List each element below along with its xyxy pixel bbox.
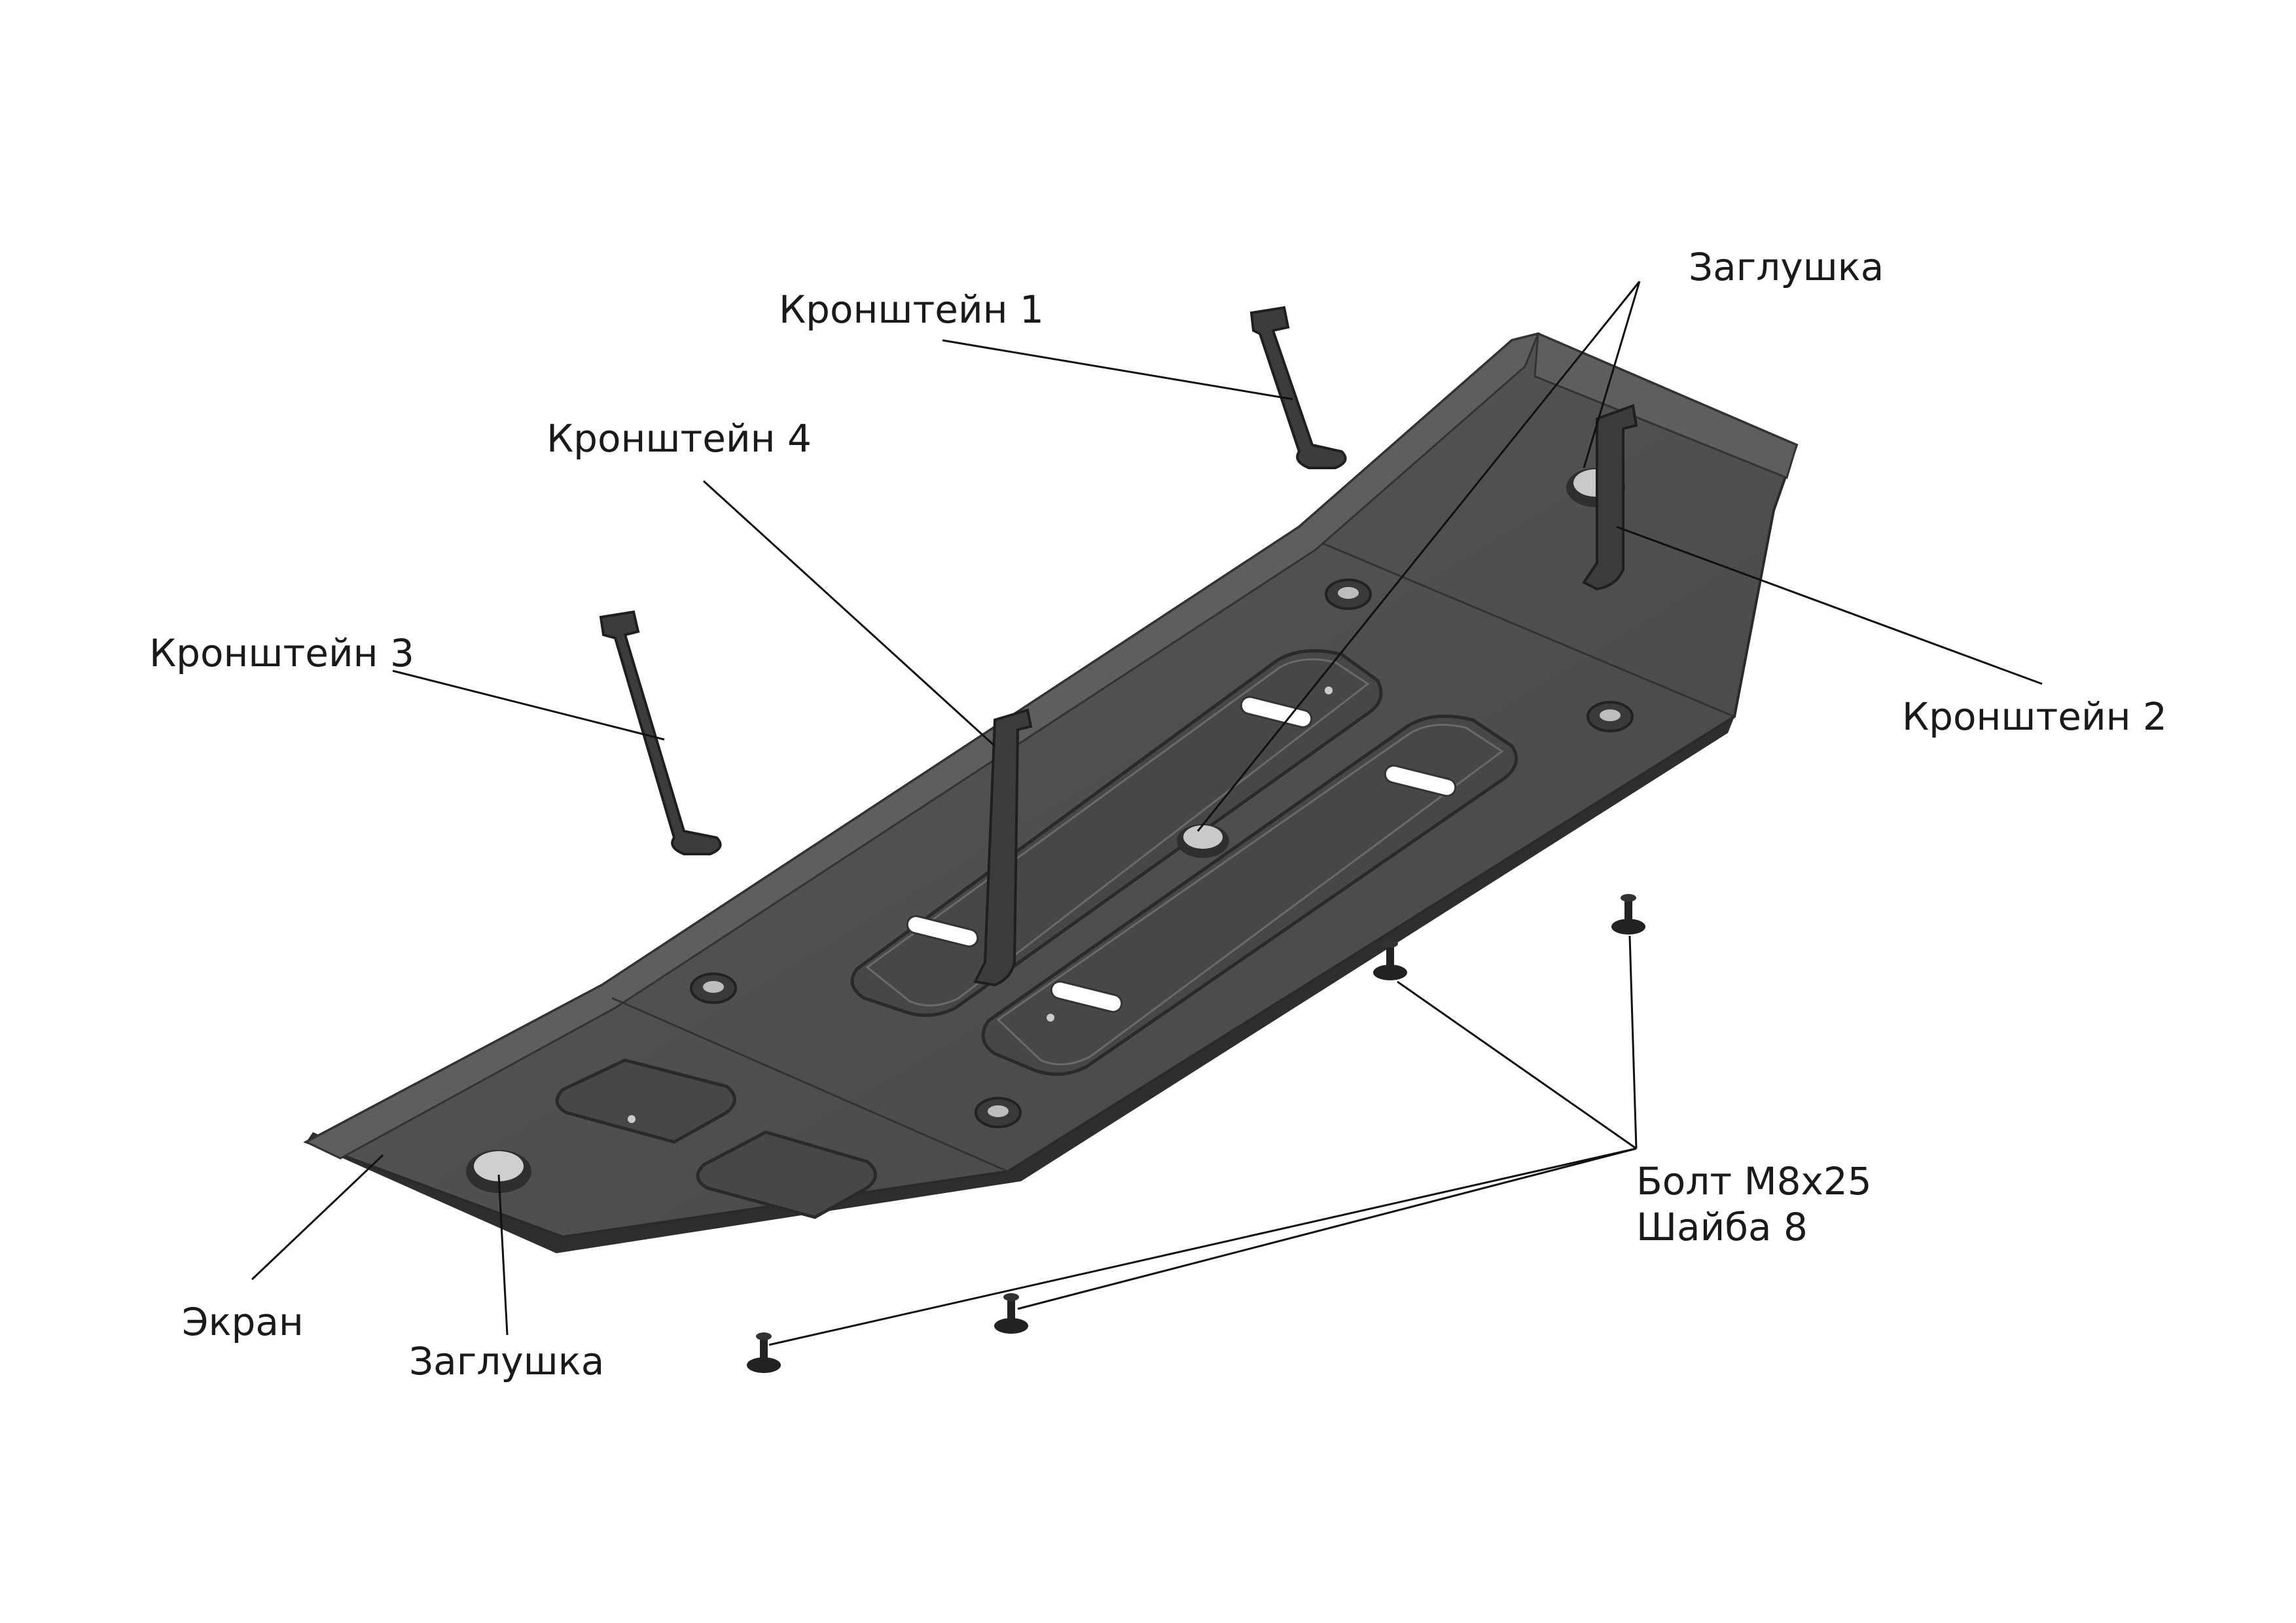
bracket-2	[1582, 404, 1638, 591]
leader-bracket-2	[1616, 526, 2043, 685]
leader-screen	[251, 1154, 384, 1281]
leader-bracket-4	[702, 480, 996, 747]
leader-plug-top-b	[1196, 281, 1641, 832]
label-washer: Шайба 8	[1636, 1205, 1808, 1249]
bolt-washer-icon	[994, 1293, 1028, 1334]
plate-fold-line	[611, 997, 1009, 1173]
skid-plate	[303, 332, 1799, 1253]
leader-bolt-a	[1397, 980, 1637, 1150]
plug-center	[1177, 824, 1229, 858]
slot-upper	[850, 649, 1383, 1017]
leader-bracket-1	[942, 339, 1293, 401]
leader-bolt-c	[768, 1147, 1637, 1346]
label-plug-top: Заглушка	[1689, 245, 1884, 289]
leader-lines	[251, 281, 2043, 1346]
recess-square-2	[696, 1130, 877, 1219]
plate-edge	[306, 717, 1734, 1253]
plug-left	[466, 1150, 531, 1193]
bolt-boss	[1325, 579, 1372, 610]
bolt-washer-icon	[747, 1332, 781, 1373]
bracket-4	[973, 708, 1033, 987]
leader-plug-bottom	[497, 1174, 509, 1336]
plate-rim-right	[1534, 332, 1798, 480]
label-plug-bottom: Заглушка	[409, 1339, 604, 1383]
leader-bracket-3	[392, 669, 665, 741]
plate-rim	[304, 332, 1540, 1160]
vent-slots	[906, 696, 1457, 1013]
bracket-1	[1249, 306, 1347, 469]
label-bracket-3: Кронштейн 3	[149, 631, 414, 675]
label-screen: Экран	[182, 1300, 304, 1344]
label-bracket-1: Кронштейн 1	[779, 287, 1044, 332]
plate-surface	[303, 332, 1799, 1239]
bolt-washer-icon	[1611, 894, 1645, 935]
bolt-boss	[690, 972, 737, 1004]
label-bracket-4: Кронштейн 4	[547, 416, 812, 461]
leader-bolt-d	[1017, 1147, 1637, 1310]
label-bolt: Болт М8х25	[1636, 1159, 1872, 1204]
label-bracket-2: Кронштейн 2	[1902, 694, 2167, 739]
leader-bolt-b	[1628, 935, 1638, 1149]
plate-fold-line	[1321, 542, 1735, 718]
bolt-boss	[975, 1097, 1022, 1128]
leader-plug-top-a	[1583, 281, 1641, 469]
bolt-washer-icon	[1373, 940, 1407, 980]
slot-lower	[981, 714, 1518, 1076]
bolt-boss	[1587, 701, 1634, 732]
bracket-3	[599, 610, 722, 855]
recess-square-1	[555, 1058, 736, 1144]
